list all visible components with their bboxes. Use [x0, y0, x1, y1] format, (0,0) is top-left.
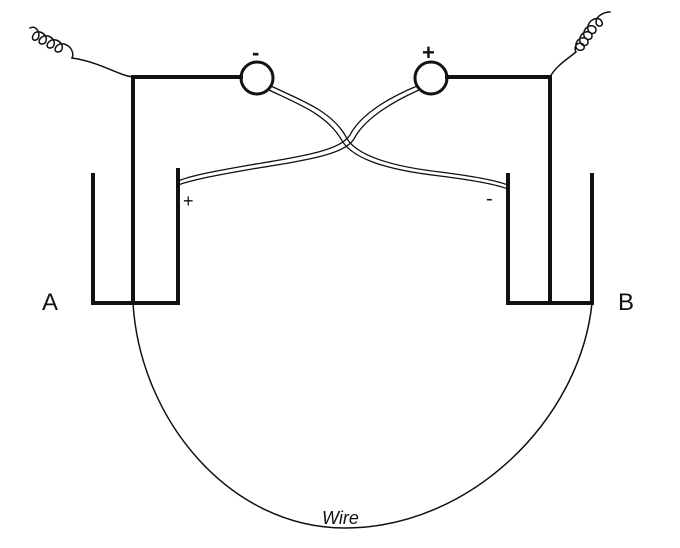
label-plate-a-sign: +: [183, 191, 194, 211]
label-vessel-a: A: [42, 289, 58, 316]
coiled-lead-left: [28, 26, 134, 78]
terminal-negative: [239, 60, 275, 96]
lead-negative-to-plate-b: [268, 85, 509, 190]
plate-a: [131, 75, 243, 305]
label-plate-b-sign: -: [486, 188, 493, 210]
terminal-positive: [413, 60, 449, 96]
lead-positive-to-plate-a: [177, 85, 420, 186]
coiled-lead-right: [548, 11, 611, 79]
connecting-wire: [132, 302, 593, 529]
label-terminal-negative: -: [252, 40, 259, 65]
vessel-a: [91, 168, 180, 305]
label-wire: Wire: [322, 508, 359, 528]
plate-b: [445, 75, 552, 305]
label-terminal-positive: +: [422, 40, 435, 65]
label-vessel-b: B: [618, 289, 634, 316]
